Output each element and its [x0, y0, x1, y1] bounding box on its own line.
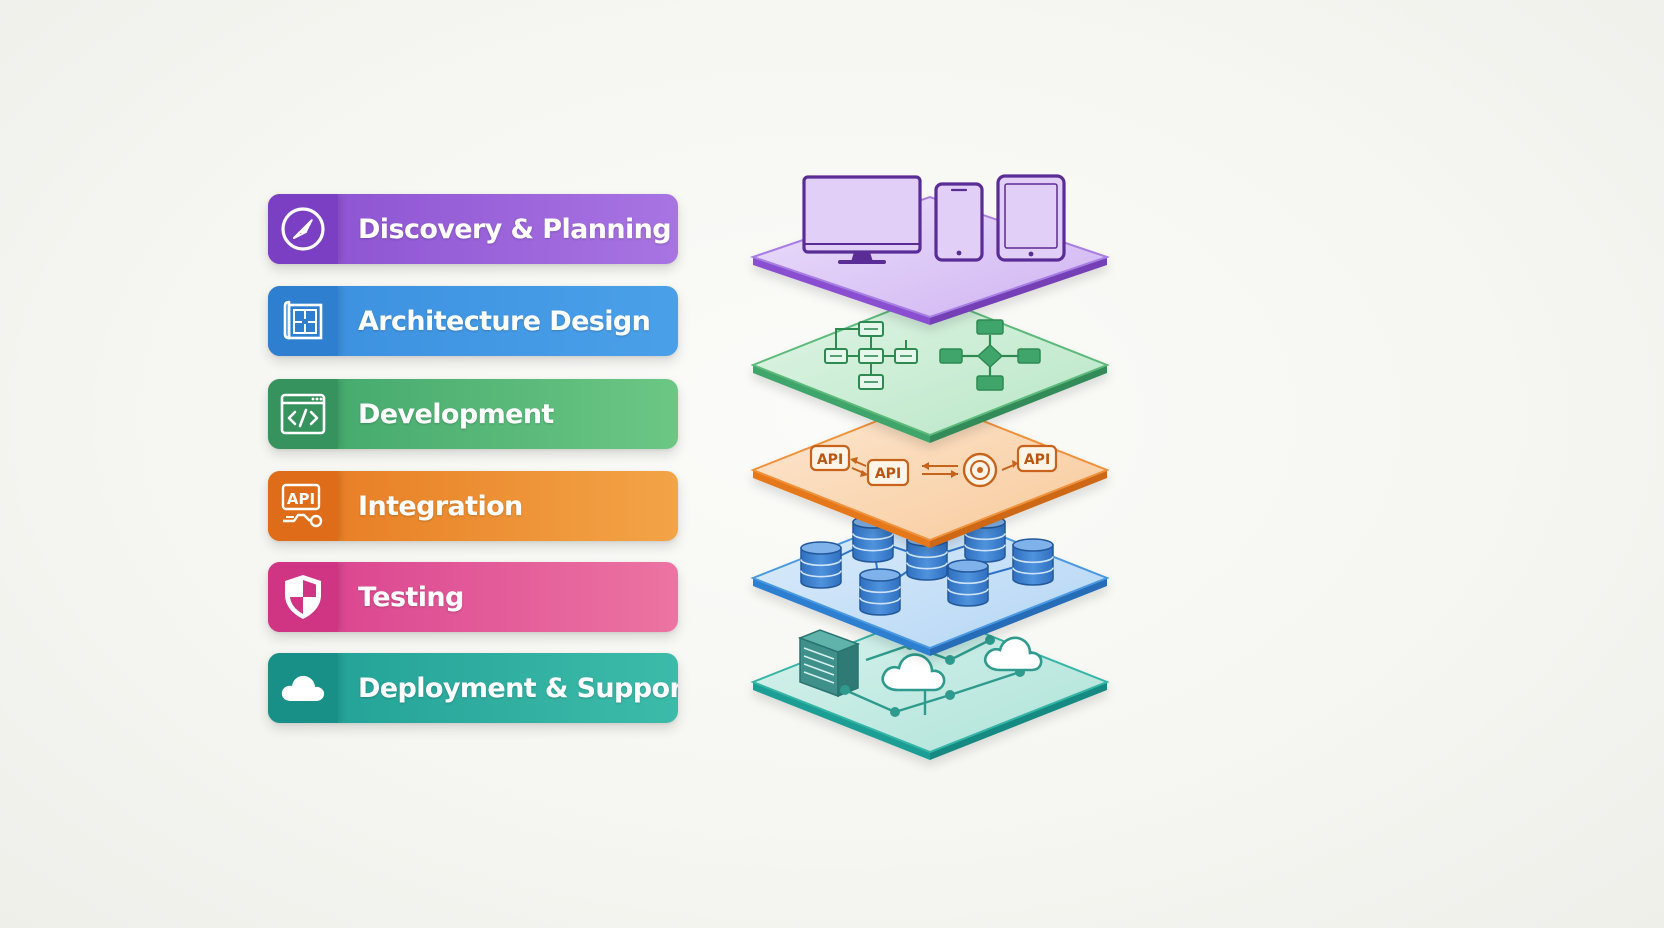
integration-layer — [750, 398, 1110, 548]
phase-label: Discovery & Planning — [358, 213, 672, 245]
api-arrowheads — [850, 457, 1018, 478]
database-cylinder — [947, 559, 989, 607]
svg-text:API: API — [287, 490, 315, 508]
database-cylinder — [1012, 538, 1054, 586]
phase-label: Architecture Design — [358, 305, 651, 337]
desktop-monitor-icon — [802, 175, 922, 264]
phase-icon-block — [268, 653, 338, 723]
api-hub-icon — [962, 452, 998, 488]
phase-icon-block — [268, 194, 338, 264]
phase-icon-block: API — [268, 471, 338, 541]
phase-integration[interactable]: API Integration — [268, 471, 678, 541]
code-window-icon — [280, 393, 326, 435]
cloud-icon — [281, 675, 325, 701]
decision-diagram-icon — [939, 319, 1041, 391]
flowchart-icon — [824, 321, 918, 390]
tablet-icon — [996, 174, 1066, 262]
phase-label: Testing — [358, 581, 464, 613]
phase-deployment-support[interactable]: Deployment & Support — [268, 653, 678, 723]
server-rack-icon — [797, 629, 861, 698]
phase-icon-block — [268, 379, 338, 449]
api-label: API — [1024, 452, 1050, 468]
api-label: API — [875, 466, 901, 482]
phase-icon-block — [268, 286, 338, 356]
phase-development[interactable]: Development — [268, 379, 678, 449]
phase-label: Integration — [358, 490, 523, 522]
api-label: API — [817, 452, 843, 468]
api-connector-icon: API — [281, 483, 323, 528]
api-badge: API — [866, 458, 910, 487]
api-badge: API — [1016, 444, 1058, 473]
smartphone-icon — [934, 182, 984, 262]
phase-icon-block — [268, 562, 338, 632]
compass-icon — [281, 207, 325, 251]
cloud-icon — [881, 653, 946, 692]
cloud-icon — [983, 636, 1043, 672]
phase-architecture-design[interactable]: Architecture Design — [268, 286, 678, 356]
phase-label: Deployment & Support — [358, 672, 678, 704]
shield-icon — [285, 575, 321, 619]
phase-discovery-planning[interactable]: Discovery & Planning — [268, 194, 678, 264]
database-cylinder — [800, 541, 842, 589]
phase-label: Development — [358, 398, 554, 430]
blueprint-icon — [283, 300, 323, 340]
database-cylinder — [859, 568, 901, 616]
api-badge: API — [809, 444, 851, 472]
phase-testing[interactable]: Testing — [268, 562, 678, 632]
database-icon — [800, 515, 1054, 616]
